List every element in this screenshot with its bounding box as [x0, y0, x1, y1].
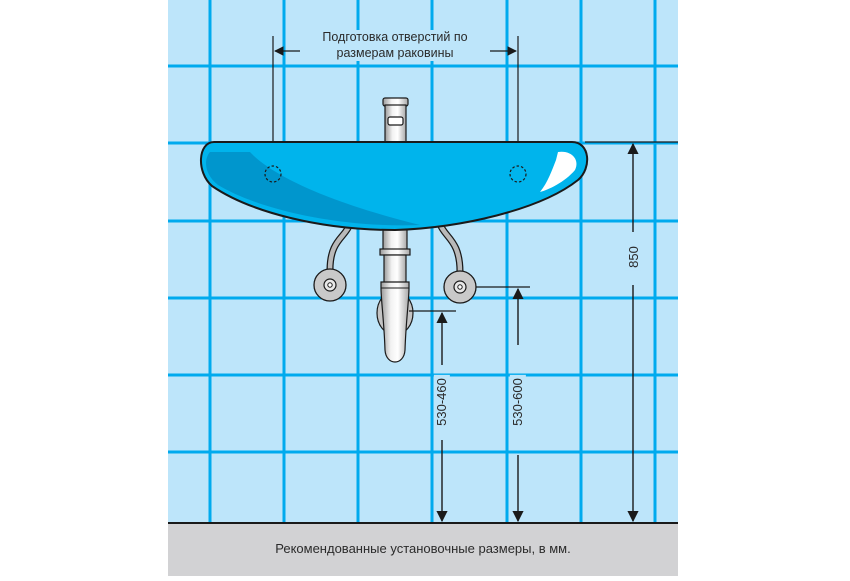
mounting-holes [264, 165, 527, 183]
hole-preparation-note-line1: Подготовка отверстий по [322, 30, 468, 44]
hole-preparation-note: Подготовка отверстий по размерам раковин… [300, 30, 490, 62]
drain-height-label: 530-460 [433, 375, 451, 429]
mounting-hole-left [264, 165, 282, 183]
sink-height-label: 850 [625, 243, 643, 271]
supply-valve-left [313, 268, 347, 302]
floor [168, 522, 678, 576]
sink-basin [199, 141, 588, 232]
supply-valve-right [443, 270, 477, 304]
wall-tiles [168, 0, 678, 523]
reference-lines [409, 141, 678, 312]
mixer-tap [382, 97, 409, 144]
diagram-caption: Рекомендованные установочные размеры, в … [275, 541, 571, 556]
hole-preparation-note-line2: размерам раковины [336, 45, 454, 60]
supply-height-label: 530-600 [509, 375, 527, 429]
bottle-trap [376, 223, 414, 363]
mounting-hole-right [509, 165, 527, 183]
